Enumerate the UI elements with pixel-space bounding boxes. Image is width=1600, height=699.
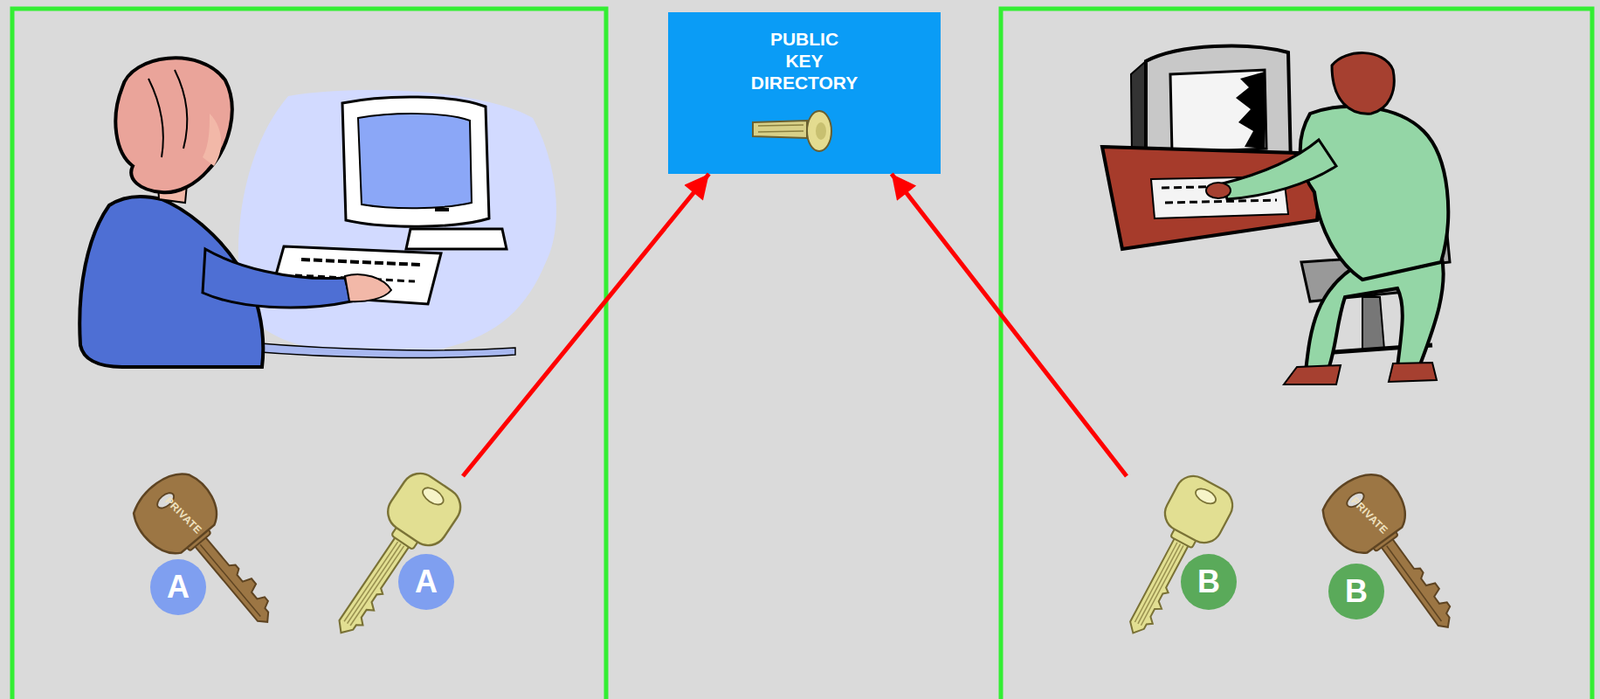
woman-at-computer-part xyxy=(202,248,352,308)
directory-box: PUBLIC KEY DIRECTORY xyxy=(668,12,941,174)
man-at-computer-part xyxy=(1235,71,1265,149)
man-at-computer-part xyxy=(1170,69,1267,153)
key-shape-part xyxy=(1140,544,1184,625)
arrow-connector xyxy=(891,173,1127,476)
user-frame xyxy=(1000,8,1593,699)
key-shape-part xyxy=(1386,545,1442,621)
man-at-computer-part xyxy=(1331,53,1394,115)
woman-at-computer-part xyxy=(406,228,507,249)
private-key: PRIVATEA xyxy=(137,479,271,630)
owner-badge: B xyxy=(1328,563,1385,620)
key-shape-part xyxy=(350,545,404,626)
public-key: B xyxy=(1126,475,1249,642)
key-shape xyxy=(1312,461,1480,650)
woman-at-computer-part xyxy=(202,113,221,166)
man-at-computer-part xyxy=(1161,185,1277,203)
woman-at-computer-part xyxy=(248,342,516,358)
private-key: PRIVATEB xyxy=(1325,479,1457,633)
man-at-computer-part xyxy=(1131,61,1146,165)
woman-at-computer-part xyxy=(342,96,490,227)
owner-badge: A xyxy=(398,553,455,610)
woman-at-computer-part xyxy=(434,207,449,212)
man-at-computer-part xyxy=(1102,146,1324,249)
box-title: PUBLIC KEY DIRECTORY xyxy=(751,27,859,94)
key-outline xyxy=(336,475,463,642)
key-shape xyxy=(1106,469,1239,648)
man-at-computer-part xyxy=(1222,139,1337,200)
woman-at-computer-part xyxy=(238,89,557,355)
man-at-computer-part xyxy=(1301,253,1442,302)
directory-key-icon-part xyxy=(758,124,804,132)
woman-at-computer xyxy=(79,57,557,367)
key-shape-part xyxy=(1380,532,1462,632)
woman-at-computer-part xyxy=(295,275,415,282)
man-at-computer-part xyxy=(1310,344,1433,354)
woman-at-computer-part xyxy=(344,274,392,302)
owner-badge: B xyxy=(1180,553,1237,610)
key-shape-part xyxy=(1158,469,1240,550)
man-at-computer-part xyxy=(1283,365,1341,385)
key-shape-part-part xyxy=(420,483,447,508)
man-at-computer-part xyxy=(1362,296,1385,350)
man-at-computer-part xyxy=(1300,106,1449,280)
key-shape-part xyxy=(1134,542,1178,622)
key-shape-part-part xyxy=(123,460,228,564)
key-shape-part-part xyxy=(380,465,469,552)
owner-badge: A xyxy=(150,558,207,615)
key-shape-part-part xyxy=(1193,485,1219,507)
woman-at-computer-part xyxy=(301,259,421,265)
directory-key-icon-part xyxy=(806,110,832,152)
directory-key-icon-part xyxy=(815,122,827,140)
key-shape-part-part xyxy=(1312,461,1416,563)
key-shape-part xyxy=(1312,461,1416,563)
user-frame xyxy=(12,8,607,699)
man-at-computer-part xyxy=(1206,182,1231,199)
directory-key-icon-part xyxy=(752,120,807,138)
key-shape-part xyxy=(344,541,398,621)
man-at-computer-part xyxy=(1397,170,1450,267)
key-shape-part xyxy=(193,530,280,626)
man-at-computer-part xyxy=(1305,253,1444,372)
woman-at-computer-part xyxy=(115,57,232,193)
key-shape-part xyxy=(347,544,401,624)
arrow-connector xyxy=(462,173,710,476)
man-at-computer-part xyxy=(1145,46,1291,173)
key-shape xyxy=(123,460,297,647)
key-shape-part xyxy=(1137,544,1181,624)
key-shape-part xyxy=(380,465,469,552)
woman-at-computer-part xyxy=(148,78,164,158)
man-at-computer-part xyxy=(1151,176,1289,219)
key-outline xyxy=(1126,475,1249,642)
key-shape-part xyxy=(200,544,261,616)
woman-at-computer-part xyxy=(79,196,263,367)
public-key: A xyxy=(336,475,463,642)
woman-at-computer-part xyxy=(157,170,188,203)
key-shape xyxy=(314,465,468,650)
key-outline xyxy=(137,479,271,630)
woman-at-computer-part xyxy=(270,246,442,304)
woman-at-computer-part xyxy=(358,113,472,208)
man-at-computer-part xyxy=(1388,362,1437,382)
key-shape-part xyxy=(123,460,228,564)
man-at-computer xyxy=(1102,46,1450,385)
key-shape-part-part xyxy=(1158,469,1240,550)
woman-at-computer-part xyxy=(174,69,187,149)
